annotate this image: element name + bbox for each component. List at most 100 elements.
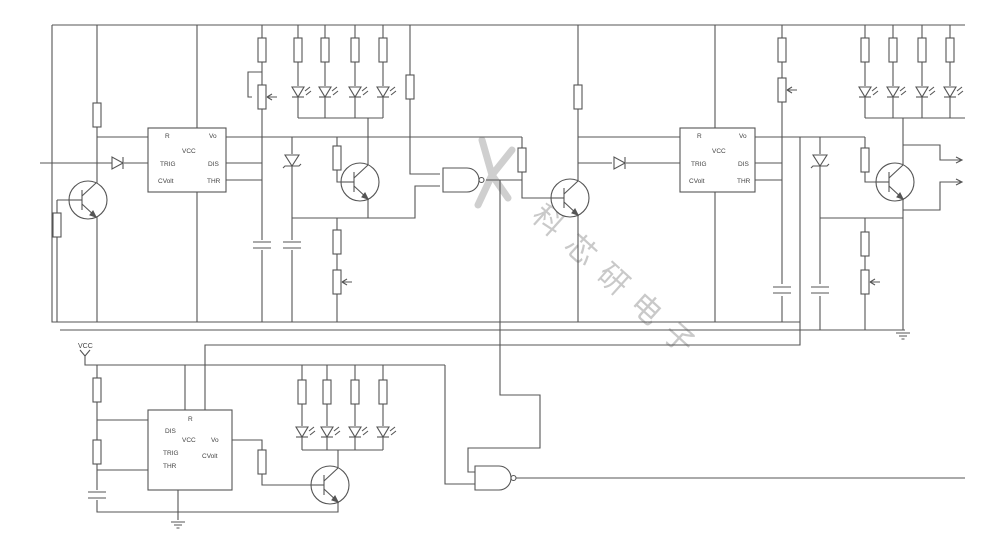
timing-resistor	[777, 37, 787, 63]
led	[915, 86, 936, 98]
filter-capacitor	[810, 285, 830, 295]
timing-capacitor	[252, 240, 272, 250]
circuit	[40, 24, 965, 529]
led	[318, 86, 339, 98]
filter-capacitor	[282, 240, 302, 250]
led-resistor	[945, 37, 955, 63]
vcc-arrow	[79, 349, 445, 366]
led-resistor	[297, 379, 307, 405]
chip-pin-threshold: THR	[207, 178, 221, 185]
zener-diode	[282, 154, 302, 169]
wire	[96, 137, 801, 513]
driver-transistor	[875, 162, 915, 202]
wire	[864, 25, 965, 119]
timer-chip-bottom	[147, 409, 233, 491]
led	[320, 426, 341, 438]
driver-transistor	[310, 465, 350, 505]
chip-pin-trigger: TRIG	[163, 450, 179, 457]
led-resistor	[860, 37, 870, 63]
chip-pin-discharge: DIS	[738, 161, 750, 168]
led-resistor	[350, 37, 360, 63]
chip-pin-output: Vo	[211, 437, 219, 444]
wire	[714, 25, 865, 322]
wire	[291, 25, 440, 322]
led	[886, 86, 907, 98]
led-resistor	[917, 37, 927, 63]
timing-capacitor	[87, 490, 107, 500]
led-resistor	[293, 37, 303, 63]
wire	[40, 25, 148, 322]
zener-diode	[810, 154, 830, 169]
led-resistor	[322, 379, 332, 405]
led	[348, 86, 369, 98]
chip-pin-threshold: THR	[163, 463, 177, 470]
potentiometer	[332, 269, 353, 295]
chip-pin-control: CVolt	[202, 453, 218, 460]
driver-transistor	[340, 162, 380, 202]
chip-pin-trigger: TRIG	[691, 161, 707, 168]
ground-symbol	[895, 332, 911, 340]
chip-pin-trigger: TRIG	[160, 161, 176, 168]
led-resistor	[320, 37, 330, 63]
wire	[177, 439, 339, 520]
resistor	[860, 231, 870, 257]
timing-capacitor	[772, 285, 792, 295]
watermark-logo	[474, 136, 516, 209]
wire	[297, 25, 384, 119]
chip-pin-reset: R	[165, 133, 170, 140]
logic-gate-bottom	[474, 465, 517, 491]
chip-pin-threshold: THR	[737, 178, 751, 185]
base-resistor	[257, 449, 267, 475]
resistor	[332, 145, 342, 171]
led	[348, 426, 369, 438]
chip-pin-vcc: VCC	[182, 148, 196, 155]
chip-pin-output: Vo	[209, 133, 217, 140]
led	[376, 426, 397, 438]
timer-chip-right	[679, 127, 756, 193]
chip-pin-vcc: VCC	[182, 437, 196, 444]
resistor	[92, 439, 102, 465]
pullup-resistor	[573, 84, 583, 110]
timer-chip-left	[147, 127, 227, 193]
chip-pin-control: CVolt	[689, 178, 705, 185]
led-resistor	[350, 379, 360, 405]
led	[943, 86, 964, 98]
led	[376, 86, 397, 98]
pullup-resistor	[92, 102, 102, 128]
left-ground-rail	[51, 25, 800, 323]
timing-resistor	[257, 37, 267, 63]
output-wires	[903, 144, 964, 211]
chip-pin-reset: R	[697, 133, 702, 140]
wire	[196, 25, 522, 322]
base-resistor	[52, 212, 62, 238]
led	[291, 86, 312, 98]
led-resistor	[378, 379, 388, 405]
logic-gate-top	[442, 167, 485, 193]
led	[295, 426, 316, 438]
ground-symbol	[170, 521, 186, 529]
supply-label: VCC	[78, 343, 93, 350]
led-resistor	[888, 37, 898, 63]
chip-pin-discharge: DIS	[208, 161, 220, 168]
wire	[486, 25, 680, 322]
watermark: 科芯研电子	[474, 136, 712, 371]
coupling-resistor	[517, 147, 527, 173]
chip-pin-discharge: DIS	[165, 428, 177, 435]
coupling-transistor	[550, 178, 590, 218]
led	[858, 86, 879, 98]
resistor	[332, 229, 342, 255]
timing-potentiometer	[777, 77, 798, 103]
chip-pin-control: CVolt	[158, 178, 174, 185]
chip-pin-reset: R	[188, 416, 193, 423]
labels: VCC R Vo VCC TRIG DIS CVolt THR R Vo VCC…	[78, 133, 751, 470]
resistor	[860, 147, 870, 173]
input-transistor	[68, 180, 108, 220]
led-resistor	[378, 37, 388, 63]
potentiometer	[860, 269, 881, 295]
wire	[336, 118, 369, 322]
wire	[444, 180, 965, 485]
resistor	[92, 377, 102, 403]
input-diode	[111, 156, 124, 170]
wire	[819, 118, 904, 330]
